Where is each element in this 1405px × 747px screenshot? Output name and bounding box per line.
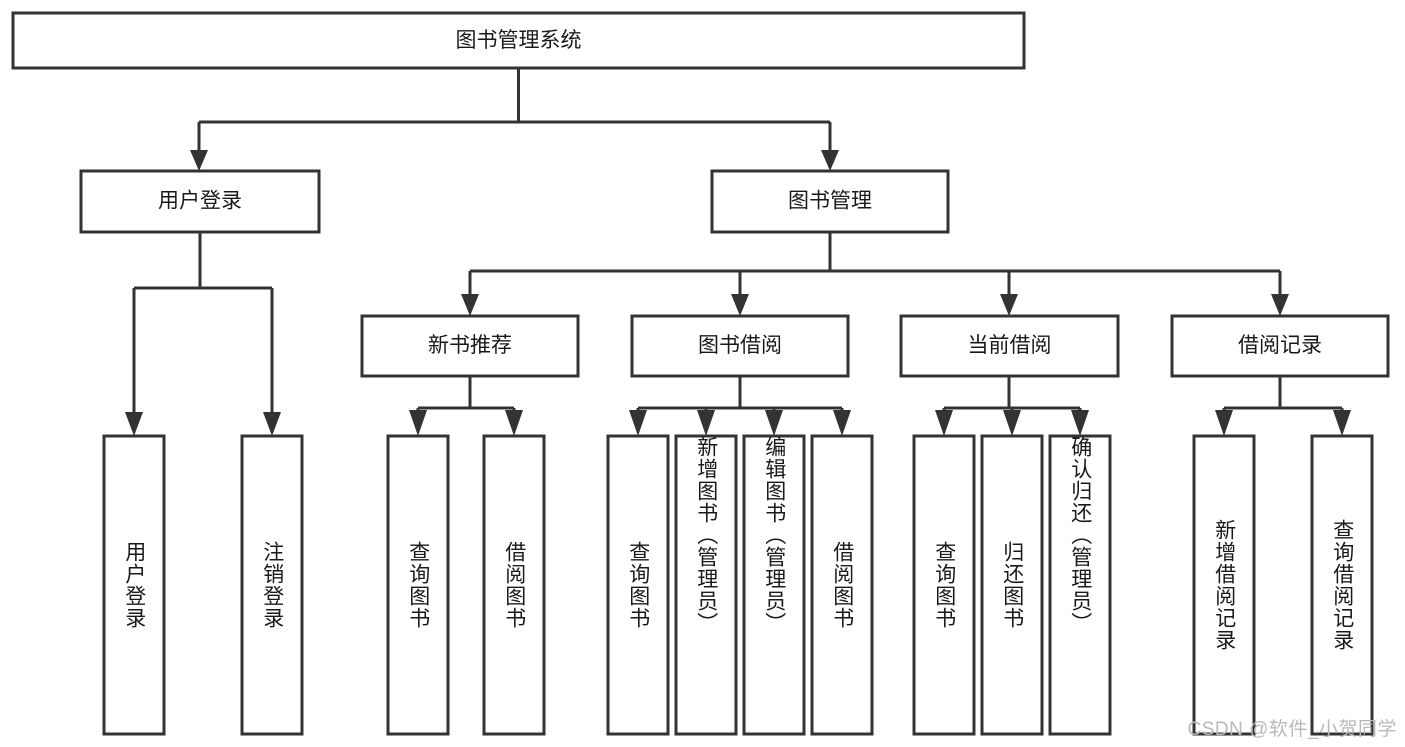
arrow-head-leaf-query-record bbox=[1333, 410, 1351, 436]
node-book-management-rect[interactable] bbox=[710, 169, 950, 234]
leaf-rect-group bbox=[102, 434, 1374, 736]
node-book-management[interactable]: 图书管理 bbox=[710, 169, 950, 234]
node-borrow-record-label: 借阅记录 bbox=[1238, 334, 1322, 357]
node-new-book-recommend-rect[interactable] bbox=[360, 314, 580, 378]
connector-group-book-borrow bbox=[629, 376, 851, 436]
node-root-system-rect[interactable] bbox=[11, 11, 1026, 70]
node-book-borrow-label: 图书借阅 bbox=[698, 334, 782, 357]
connector-group-current-borrow bbox=[935, 376, 1089, 436]
node-user-login[interactable]: 用户登录 bbox=[79, 169, 321, 234]
connector-group-borrow-record bbox=[1215, 376, 1351, 436]
arrow-head-leaf-logout bbox=[263, 412, 281, 436]
arrow-head-new-book-rec bbox=[461, 294, 479, 316]
arrow-head-leaf-borrow-book-2 bbox=[833, 410, 851, 436]
node-book-borrow-rect[interactable] bbox=[630, 314, 850, 378]
arrow-head-leaf-edit-book bbox=[765, 410, 783, 436]
node-user-login-rect[interactable] bbox=[79, 169, 321, 234]
connector-group-root bbox=[190, 68, 839, 171]
arrow-head-book-mgmt bbox=[821, 150, 839, 171]
connector-group-book-mgmt bbox=[461, 232, 1289, 316]
arrow-head-leaf-add-book bbox=[697, 410, 715, 436]
leaf-edit-book-admin-rect[interactable] bbox=[742, 434, 806, 736]
node-book-management-label: 图书管理 bbox=[788, 190, 872, 213]
leaf-return-book-rect[interactable] bbox=[980, 434, 1044, 736]
leaf-add-book-admin-rect[interactable] bbox=[674, 434, 738, 736]
leaf-query-book-current-rect[interactable] bbox=[912, 434, 976, 736]
node-root-system[interactable]: 图书管理系统 bbox=[11, 11, 1026, 70]
arrow-head-leaf-borrow-book-1 bbox=[505, 410, 523, 436]
node-user-login-label: 用户登录 bbox=[158, 190, 242, 213]
node-new-book-recommend[interactable]: 新书推荐 bbox=[360, 314, 580, 378]
node-new-book-recommend-label: 新书推荐 bbox=[428, 334, 512, 357]
arrow-head-borrow-record bbox=[1271, 294, 1289, 316]
arrow-head-leaf-confirm-return bbox=[1071, 410, 1089, 436]
node-borrow-record-rect[interactable] bbox=[1170, 314, 1390, 378]
arrow-head-book-borrow bbox=[731, 294, 749, 316]
connector-group-user-login bbox=[125, 232, 281, 436]
node-current-borrow[interactable]: 当前借阅 bbox=[899, 314, 1120, 378]
leaf-borrow-book-rect[interactable] bbox=[810, 434, 874, 736]
arrow-head-current-borrow bbox=[1000, 294, 1018, 316]
leaf-confirm-return-admin-rect[interactable] bbox=[1048, 434, 1112, 736]
node-borrow-record[interactable]: 借阅记录 bbox=[1170, 314, 1390, 378]
leaf-query-book-borrow-rect[interactable] bbox=[606, 434, 670, 736]
leaf-query-book-rec-rect[interactable] bbox=[386, 434, 450, 736]
arrow-head-leaf-return-book bbox=[1003, 410, 1021, 436]
connector-group-new-book-rec bbox=[409, 376, 523, 436]
node-root-system-label: 图书管理系统 bbox=[456, 29, 582, 52]
node-current-borrow-label: 当前借阅 bbox=[968, 334, 1052, 357]
csdn-watermark: CSDN @软件_小贺同学 bbox=[1187, 719, 1397, 740]
arrow-head-leaf-query-book-2 bbox=[629, 410, 647, 436]
leaf-user-login-rect[interactable] bbox=[102, 434, 166, 736]
arrow-head-leaf-user-login bbox=[125, 412, 143, 436]
arrow-head-leaf-query-book-1 bbox=[409, 410, 427, 436]
leaf-add-borrow-record-rect[interactable] bbox=[1192, 434, 1256, 736]
arrow-head-leaf-query-book-3 bbox=[935, 410, 953, 436]
leaf-logout-rect[interactable] bbox=[240, 434, 304, 736]
node-current-borrow-rect[interactable] bbox=[899, 314, 1120, 378]
arrow-head-user-login bbox=[190, 150, 208, 171]
leaf-borrow-book-rec-rect[interactable] bbox=[482, 434, 546, 736]
node-book-borrow[interactable]: 图书借阅 bbox=[630, 314, 850, 378]
arrow-head-leaf-add-record bbox=[1215, 410, 1233, 436]
leaf-query-borrow-record-rect[interactable] bbox=[1310, 434, 1374, 736]
